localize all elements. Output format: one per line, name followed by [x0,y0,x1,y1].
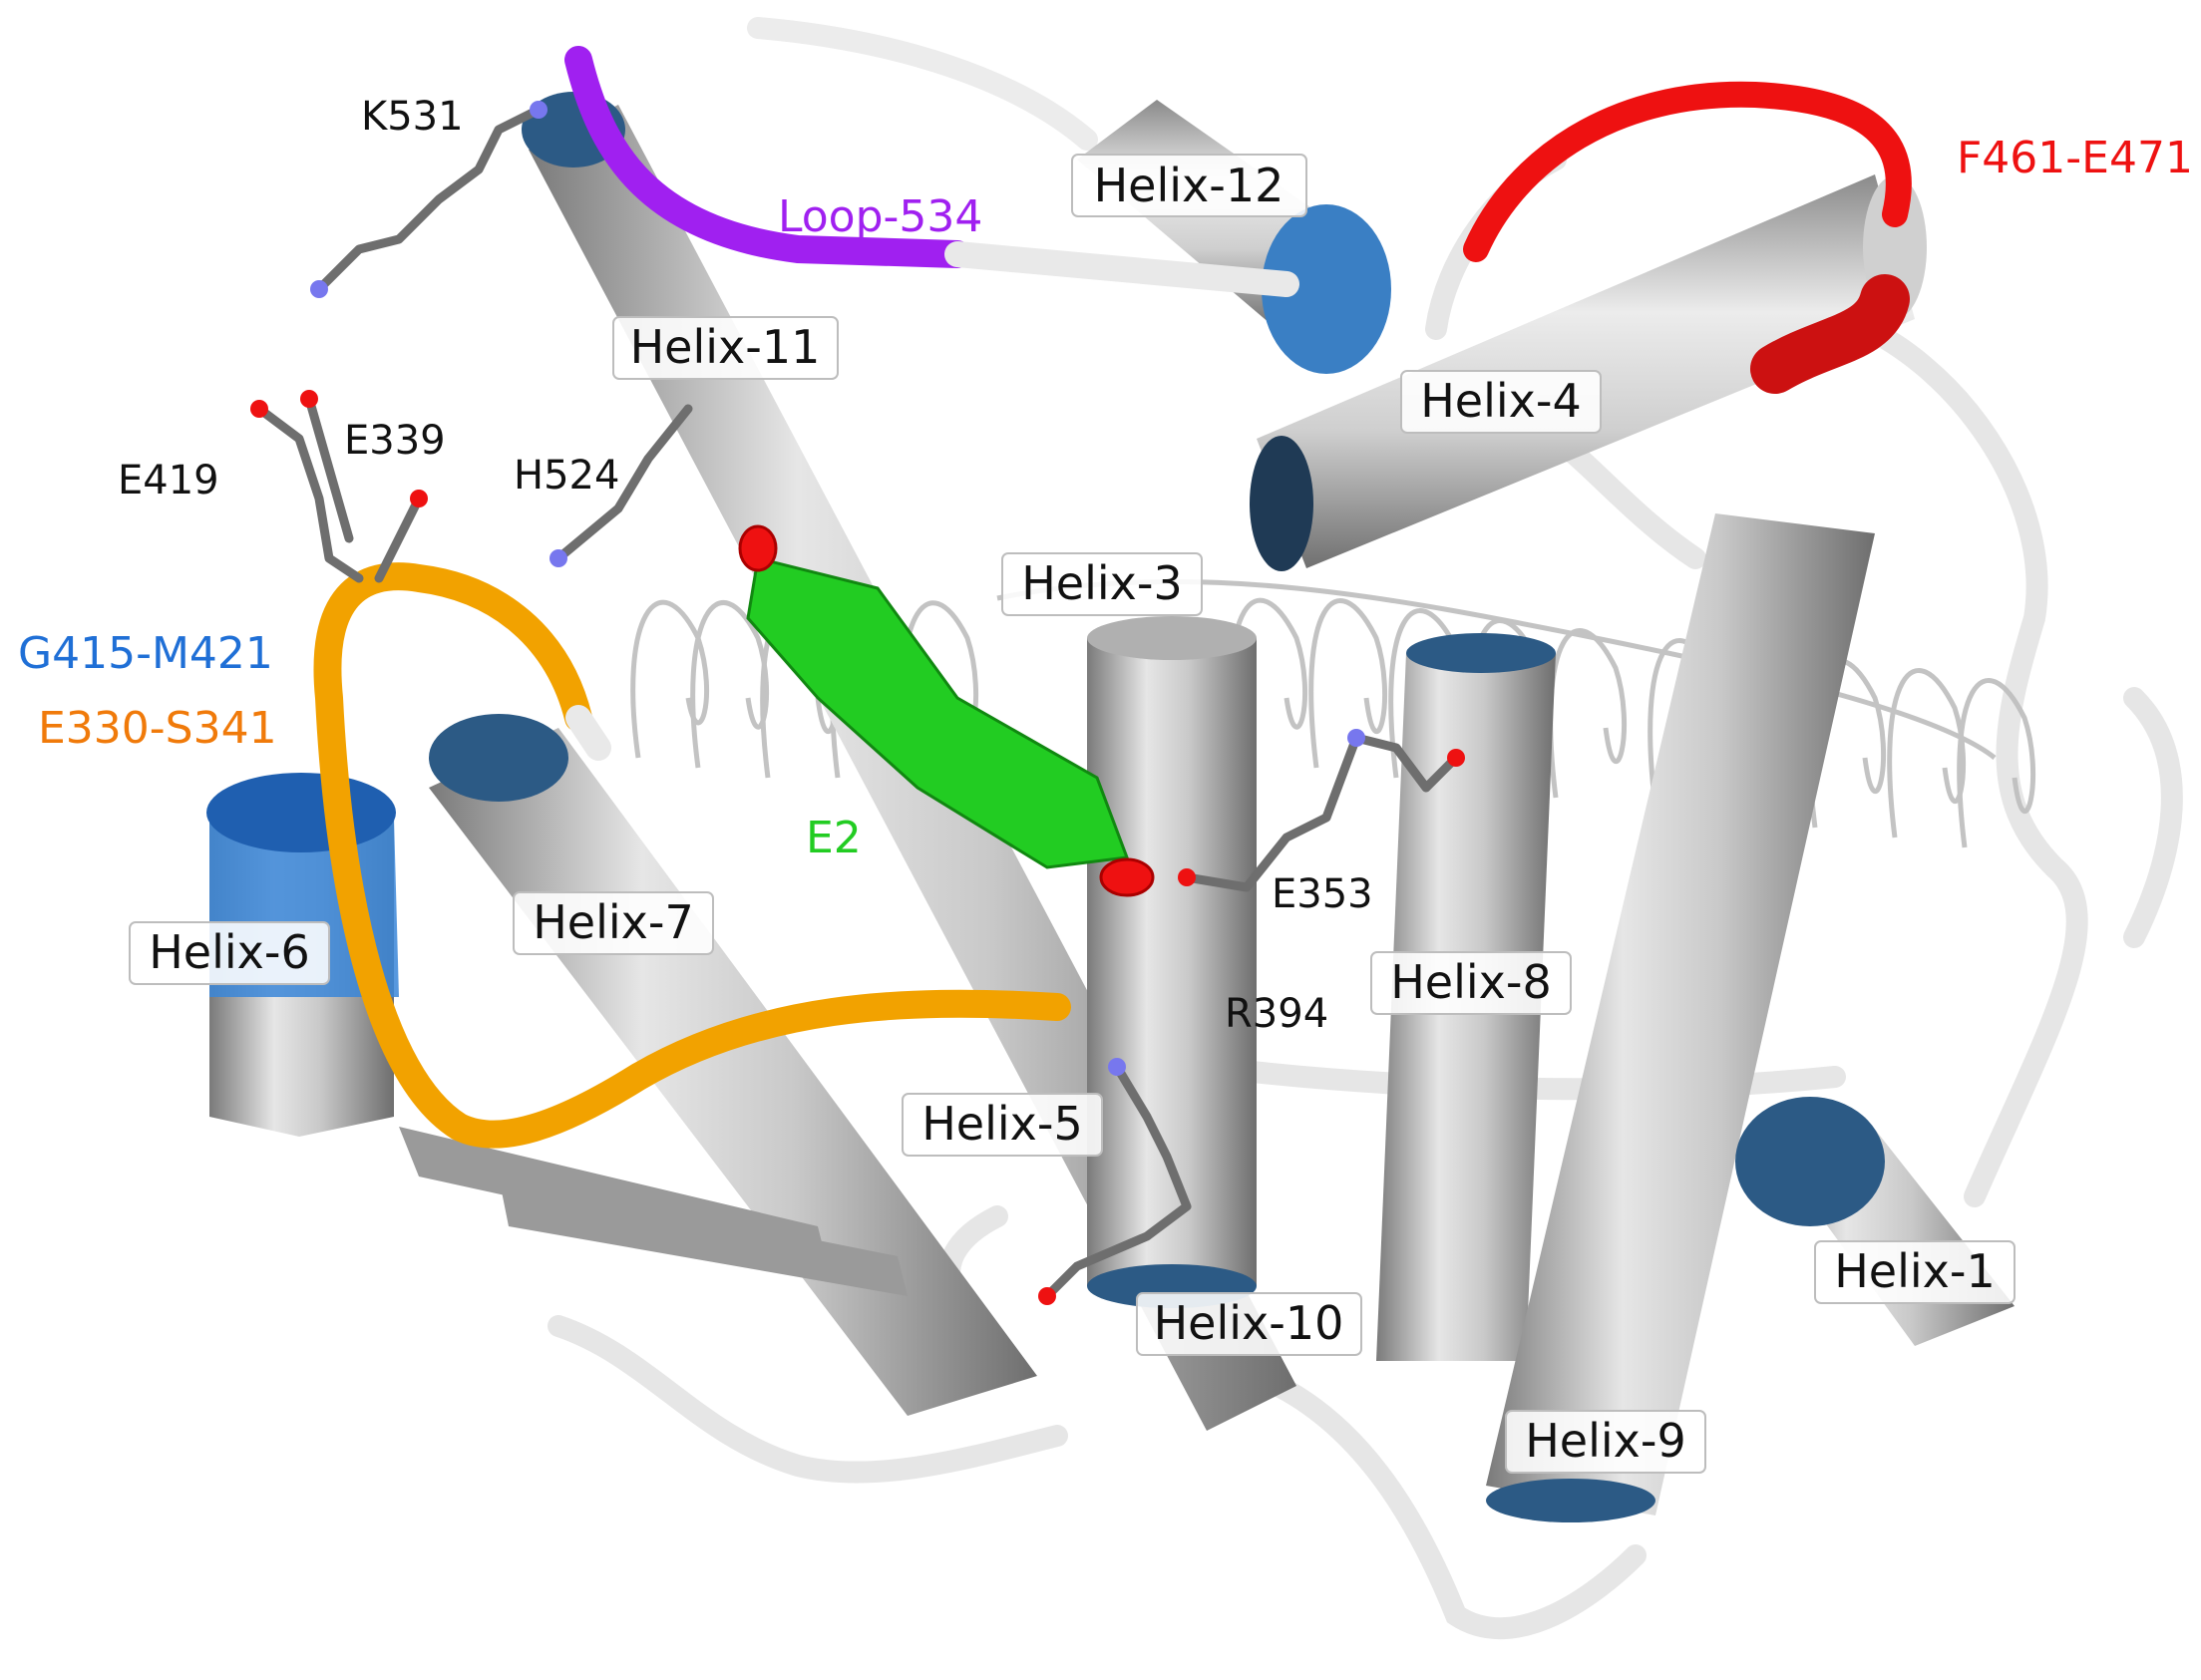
helix-9-label: Helix-9 [1525,1414,1686,1468]
helix-label-3: Helix-3 [1001,552,1203,616]
helix-12-label: Helix-12 [1094,159,1284,212]
residue-atoms [250,101,1465,1305]
e2-label: E2 [806,813,862,863]
helix-3-label: Helix-3 [1021,556,1183,610]
residue-k531-label: K531 [361,94,464,140]
helix-11-label: Helix-11 [630,320,821,374]
red-segment [1463,81,1912,394]
helix-label-1: Helix-1 [1814,1240,2016,1304]
helix-label-6: Helix-6 [129,921,330,985]
helix-6-label: Helix-6 [149,925,310,979]
helix-12-cylinder [1077,100,1391,374]
residue-e353-label: E353 [1272,871,1373,917]
helix-label-10: Helix-10 [1136,1292,1362,1356]
residue-e419-label: E419 [118,458,219,504]
helix-10-label: Helix-10 [1154,1296,1344,1350]
purple-loop [564,46,1299,297]
helix-8-label: Helix-8 [1390,955,1552,1009]
helix-label-7: Helix-7 [513,891,714,955]
orange-loop [313,562,1071,1149]
helix-4-label: Helix-4 [1420,374,1582,428]
residue-sticks [254,105,1461,1301]
helix-1-cylinder [1735,1097,2015,1346]
helix-label-12: Helix-12 [1071,154,1307,217]
helix-label-4: Helix-4 [1400,370,1602,434]
helix-5-label: Helix-5 [921,1097,1083,1151]
beta-strands [399,1127,908,1296]
loop-534-label: Loop-534 [778,191,982,242]
residue-e339-label: E339 [344,418,446,464]
helix-9-cylinder [1486,513,1875,1522]
helix-label-9: Helix-9 [1505,1410,1706,1474]
f461-e471-label: F461-E471 [1957,133,2193,183]
residue-h524-label: H524 [514,453,619,499]
helix-10-cylinder [1087,616,1257,1308]
residue-r394-label: R394 [1225,991,1328,1037]
e2-ligand [738,524,1155,897]
g415-m421-label: G415-M421 [18,628,273,679]
helix-label-11: Helix-11 [612,316,839,380]
helix-label-8: Helix-8 [1370,951,1572,1015]
helix-1-label: Helix-1 [1834,1244,1996,1298]
e330-s341-label: E330-S341 [38,703,277,754]
helix-label-5: Helix-5 [902,1093,1103,1157]
helix-7-label: Helix-7 [533,895,694,949]
